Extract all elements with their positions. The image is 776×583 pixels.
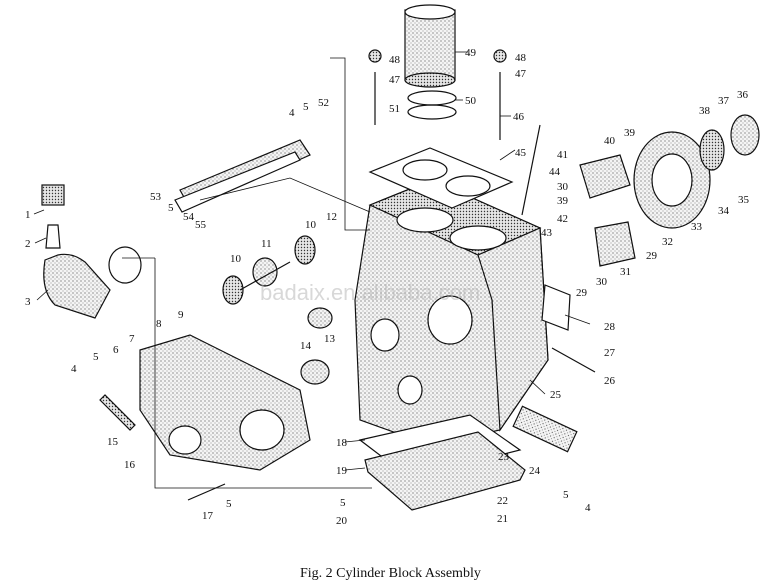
callout-35: 35 [738, 194, 750, 206]
callout-4: 4 [71, 363, 77, 375]
callout-50: 50 [465, 95, 477, 107]
callout-28: 28 [604, 321, 616, 333]
callout-27: 27 [604, 347, 616, 359]
callout-14: 14 [300, 340, 312, 352]
callout-labels: 1 2 3 4 5 6 7 8 9 10 11 10 12 13 14 15 1… [25, 47, 750, 527]
callout-10-right: 10 [305, 219, 317, 231]
callout-4-filter: 4 [585, 502, 591, 514]
callout-45: 45 [515, 147, 527, 159]
callout-55: 55 [195, 219, 207, 231]
leader-lines [33, 51, 591, 489]
gear-shaft [222, 235, 316, 305]
long-bolt [187, 483, 226, 501]
callout-5-pan: 5 [340, 497, 346, 509]
callout-5-bolt17: 5 [226, 498, 232, 510]
callout-30-lower: 30 [596, 276, 608, 288]
callout-7: 7 [129, 333, 135, 345]
callout-9: 9 [178, 309, 184, 321]
callout-18: 18 [336, 437, 348, 449]
callout-4-top: 4 [289, 107, 295, 119]
callout-2: 2 [25, 238, 31, 250]
callout-5-top: 5 [303, 101, 309, 113]
bearing-14 [300, 359, 330, 385]
watermark-text: badaix.en.alibaba.com [260, 280, 480, 305]
callout-1: 1 [25, 209, 31, 221]
callout-5: 5 [93, 351, 99, 363]
callout-12: 12 [326, 211, 337, 223]
oil-pan [358, 414, 526, 511]
callout-8: 8 [156, 318, 162, 330]
callout-31: 31 [620, 266, 631, 278]
callout-33: 33 [691, 221, 703, 233]
callout-6: 6 [113, 344, 119, 356]
callout-43: 43 [541, 227, 553, 239]
callout-19: 19 [336, 465, 348, 477]
callout-39-top: 39 [624, 127, 636, 139]
callout-49: 49 [465, 47, 477, 59]
callout-38: 38 [699, 105, 711, 117]
callout-44: 44 [549, 166, 561, 178]
callout-10-left: 10 [230, 253, 242, 265]
water-elbow [41, 184, 142, 319]
oil-filter [512, 405, 578, 453]
figure-caption: Fig. 2 Cylinder Block Assembly [300, 566, 481, 581]
callout-39-mid: 39 [557, 195, 569, 207]
callout-51: 51 [389, 103, 400, 115]
callout-41: 41 [557, 149, 568, 161]
callout-48-left: 48 [389, 54, 401, 66]
callout-34: 34 [718, 205, 730, 217]
callout-46: 46 [513, 111, 525, 123]
callout-29-right: 29 [646, 250, 658, 262]
callout-36: 36 [737, 89, 749, 101]
timing-cover [139, 334, 311, 471]
side-plate [541, 284, 571, 331]
callout-52: 52 [318, 97, 329, 109]
callout-17: 17 [202, 510, 214, 522]
callout-48-right: 48 [515, 52, 527, 64]
bearing-13 [307, 307, 333, 329]
callout-16: 16 [124, 459, 136, 471]
callout-47-right: 47 [515, 68, 527, 80]
callout-29-left: 29 [576, 287, 588, 299]
head-gasket [368, 147, 514, 209]
dipstick [521, 124, 541, 216]
callout-11: 11 [261, 238, 272, 250]
callout-53: 53 [150, 191, 162, 203]
callout-24: 24 [529, 465, 541, 477]
rear-housing [633, 114, 760, 229]
callout-37: 37 [718, 95, 730, 107]
callout-54: 54 [183, 211, 195, 223]
callout-22: 22 [497, 495, 508, 507]
callout-42: 42 [557, 213, 568, 225]
callout-23: 23 [498, 451, 510, 463]
callout-5-filter: 5 [563, 489, 569, 501]
callout-3: 3 [25, 296, 31, 308]
callout-26: 26 [604, 375, 616, 387]
cylinder-liner [404, 4, 457, 120]
callout-25: 25 [550, 389, 562, 401]
main-bearing-caps [579, 154, 636, 267]
callout-30-upper: 30 [557, 181, 569, 193]
pump-rod [551, 347, 596, 373]
studs [368, 49, 507, 140]
callout-40: 40 [604, 135, 616, 147]
cylinder-block [354, 179, 549, 446]
callout-21: 21 [497, 513, 508, 525]
side-cover [174, 139, 311, 213]
callout-47-left: 47 [389, 74, 401, 86]
callout-32: 32 [662, 236, 673, 248]
bracket [99, 394, 136, 431]
callout-15: 15 [107, 436, 119, 448]
callout-13: 13 [324, 333, 336, 345]
callout-20: 20 [336, 515, 348, 527]
callout-5-side: 5 [168, 202, 174, 214]
